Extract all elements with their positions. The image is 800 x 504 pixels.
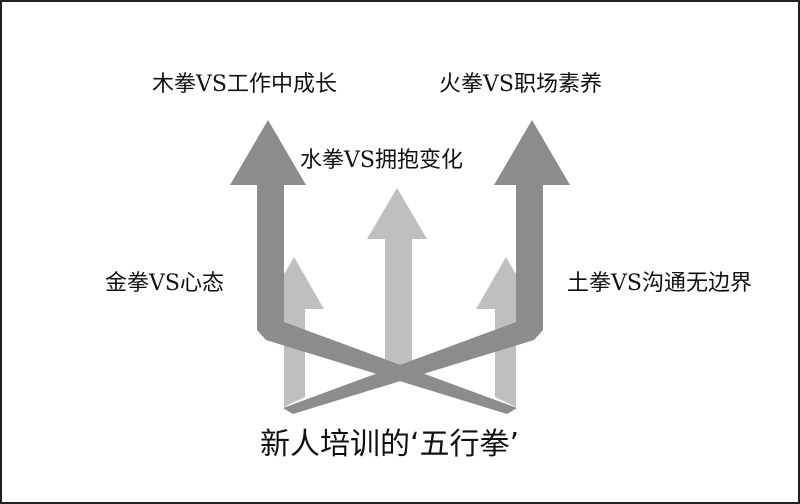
label-fire: 火拳VS职场素养 (439, 72, 602, 97)
light-arrow-middle (367, 188, 427, 365)
label-metal: 金拳VS心态 (105, 271, 224, 296)
label-wood: 木拳VS工作中成长 (152, 72, 337, 97)
dark-arrow-left (230, 120, 517, 414)
dark-arrow-right (283, 120, 570, 414)
label-earth: 土拳VS沟通无边界 (567, 271, 752, 296)
diagram-title: 新人培训的‘五行拳’ (260, 427, 520, 462)
label-water: 水拳VS拥抱变化 (300, 148, 463, 173)
